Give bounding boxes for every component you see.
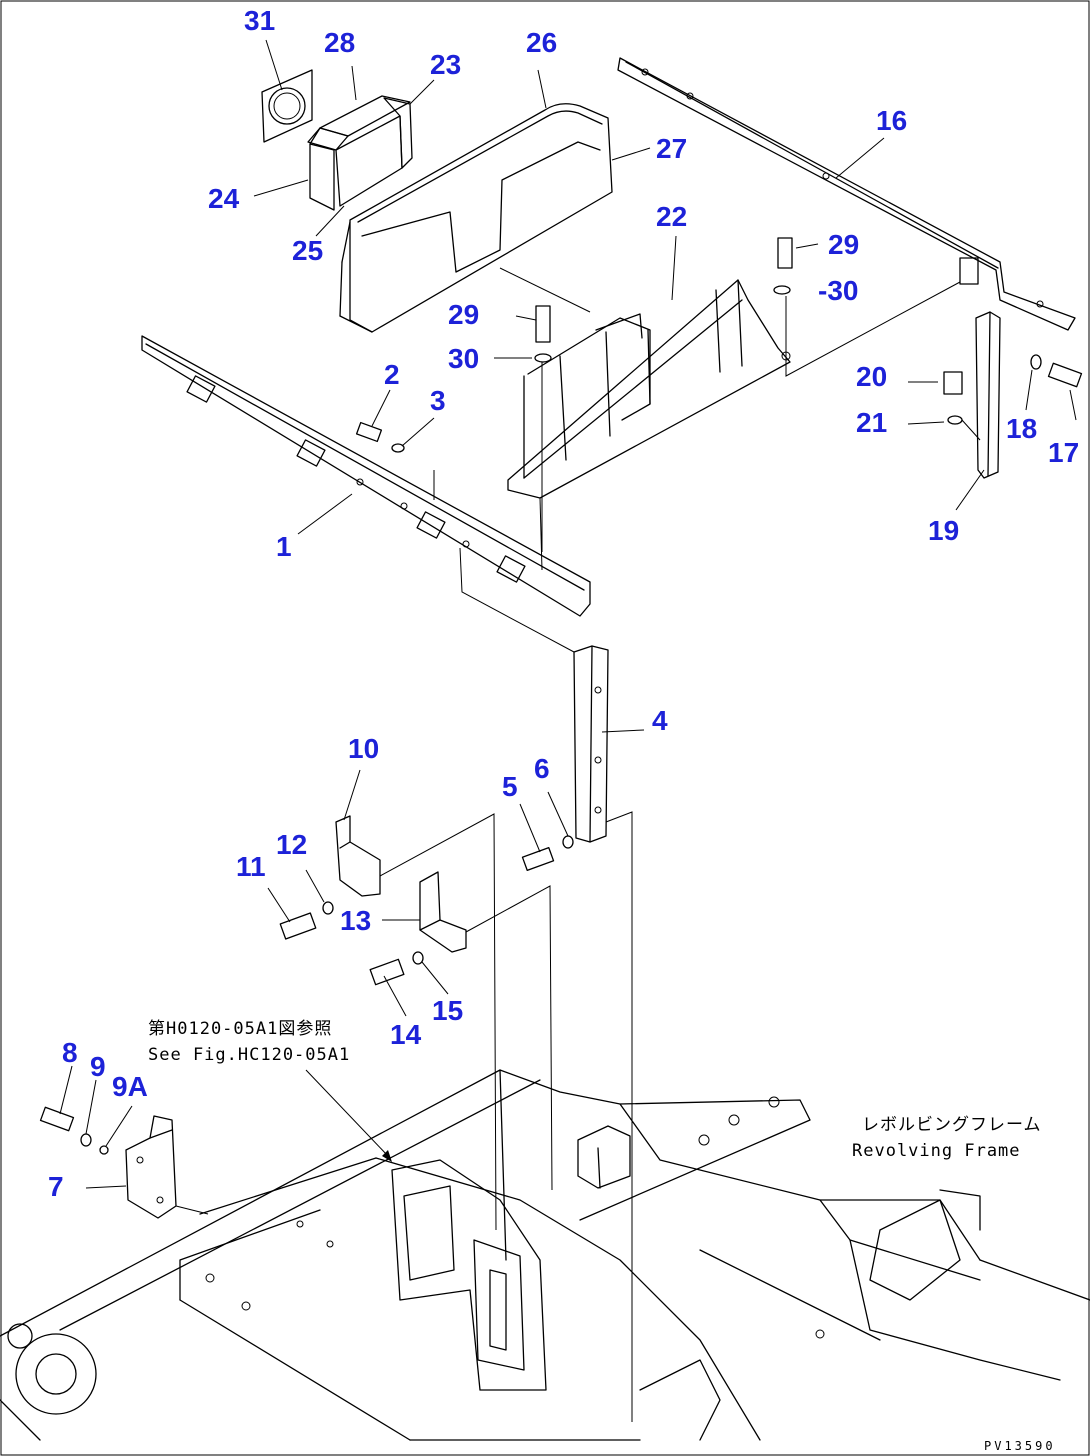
callout-1: 1 [276,531,292,562]
callout-30-upper: -30 [818,275,858,306]
reference-notes: 第H0120-05A1図参照 See Fig.HC120-05A1 レボルビング… [148,1019,1056,1453]
callout-19: 19 [928,515,959,546]
callout-23: 23 [430,49,461,80]
callout-28: 28 [324,27,355,58]
part-28-duct-box [307,95,413,211]
callout-5: 5 [502,771,518,802]
part-19-stay [975,311,1001,479]
callout-4: 4 [652,705,668,736]
callout-labels: 31 28 23 26 27 24 25 16 22 29 -30 29 30 … [48,5,1079,1202]
callout-29-upper: 29 [828,229,859,260]
callout-29-middle: 29 [448,299,479,330]
callout-14: 14 [390,1019,422,1050]
callout-22: 22 [656,201,687,232]
callout-3: 3 [430,385,446,416]
callout-21: 21 [856,407,887,438]
callout-9a: 9A [112,1071,148,1102]
callout-7: 7 [48,1171,64,1202]
callout-6: 6 [534,753,550,784]
leader-lines [59,39,1077,1189]
callout-10: 10 [348,733,379,764]
callout-15: 15 [432,995,463,1026]
part-22-bracket [507,279,791,571]
callout-24: 24 [208,183,240,214]
callout-20: 20 [856,361,887,392]
callout-25: 25 [292,235,323,266]
callout-2: 2 [384,359,400,390]
revolving-frame [0,1069,1090,1441]
part-13-bracket [419,871,467,953]
assembly-lines [175,267,981,1422]
callout-27: 27 [656,133,687,164]
frame-label-en: Revolving Frame [852,1141,1021,1161]
reference-note-jp: 第H0120-05A1図参照 [148,1019,332,1039]
frame-label-jp: レボルビングフレーム [862,1115,1042,1135]
callout-9: 9 [90,1051,106,1082]
callout-13: 13 [340,905,371,936]
callout-12: 12 [276,829,307,860]
callout-18: 18 [1006,413,1037,444]
drawing-code: PV13590 [984,1439,1056,1453]
part-7-bracket [125,1115,177,1219]
hardware-bolts [39,237,1083,1155]
callout-26: 26 [526,27,557,58]
part-10-bracket [335,815,381,897]
callout-31: 31 [244,5,275,36]
callout-16: 16 [876,105,907,136]
part-26-cover [339,103,613,333]
callout-11: 11 [236,851,266,882]
callout-30-middle: 30 [448,343,479,374]
part-16-rail [617,57,1076,331]
part-31-gasket [261,69,313,143]
callout-8: 8 [62,1037,78,1068]
reference-note-en: See Fig.HC120-05A1 [148,1045,350,1065]
part-4-stay [573,645,609,843]
part-1-rail [141,335,591,617]
callout-17: 17 [1048,437,1079,468]
